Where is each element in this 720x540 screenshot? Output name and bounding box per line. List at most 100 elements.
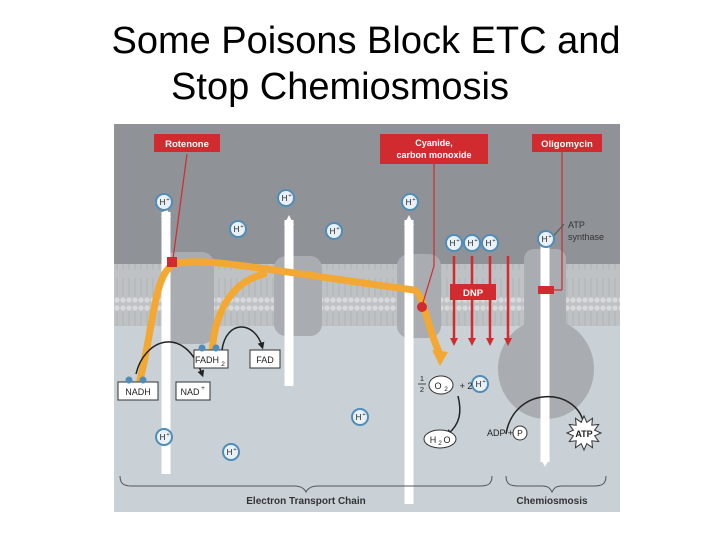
h-ion-label: H (160, 433, 166, 442)
h-ion-charge: + (548, 234, 551, 240)
fad-box: FAD (249, 349, 281, 369)
cyanide-text-2: carbon monoxide (396, 150, 471, 160)
electron-path (136, 258, 443, 384)
rotenone-label: Rotenone (154, 134, 220, 152)
water-product: H 2 O (423, 429, 457, 449)
electron-dot (198, 344, 206, 352)
atp-synthesis-arrow (505, 395, 587, 435)
h-ion: H+ (155, 193, 173, 211)
chemiosmosis-label: Chemiosmosis (516, 496, 588, 507)
h2o-sub: 2 (438, 440, 442, 447)
h-ion-label: H (282, 194, 288, 203)
nadh-text: NADH (125, 387, 151, 397)
rotenone-text: Rotenone (165, 139, 209, 150)
title-line-1: Some Poisons Block ETC and (111, 20, 621, 62)
etc-label: Electron Transport Chain (246, 496, 365, 507)
fad-text: FAD (256, 355, 274, 365)
h-ion-charge: + (166, 197, 169, 203)
h-ion: H+ (229, 220, 247, 238)
h-ion: H+ (445, 234, 463, 252)
etc-diagram: Rotenone Cyanide, carbon monoxide Oligom… (114, 124, 620, 512)
adp-reactants: ADP + P (487, 425, 528, 441)
oligomycin-label: Oligomycin (532, 134, 602, 152)
oligomycin-text: Oligomycin (541, 139, 593, 150)
nad-sup: + (201, 385, 205, 392)
electron-dot (139, 376, 147, 384)
h-ion-charge: + (288, 193, 291, 199)
h-ion-charge: + (233, 447, 236, 453)
electron-path-arrowhead (432, 350, 448, 366)
phosphate-circle (512, 425, 528, 441)
half-num: 1 (420, 374, 424, 383)
h-ion: H+ (537, 230, 555, 248)
slide-title: Some Poisons Block ETC and Stop Chemiosm… (0, 18, 720, 110)
atp-text: ATP (575, 429, 592, 439)
nadh-box: NADH (117, 376, 159, 401)
atp-starburst (565, 414, 603, 452)
electron-dot (125, 376, 133, 384)
dnp-text: DNP (463, 288, 484, 299)
h-ion-label: H (330, 227, 336, 236)
atp-synthase-label-1: ATP (568, 220, 585, 230)
oligomycin-block-point (538, 286, 554, 294)
atp-synthase-label-2: synthase (568, 232, 604, 242)
h-ion-label: H (450, 239, 456, 248)
half-den: 2 (420, 385, 424, 394)
h-ion-charge: + (166, 432, 169, 438)
h-ion: H+ (222, 443, 240, 461)
h-ion: H+ (481, 234, 499, 252)
cyanide-label: Cyanide, carbon monoxide (380, 134, 488, 164)
cyanide-block-point (417, 302, 427, 312)
o2-text: O (434, 381, 441, 391)
h-ion-label: H (160, 198, 166, 207)
h-ion-charge: + (336, 226, 339, 232)
plus-two-text: + 2 (460, 381, 473, 391)
h-ion-label: H (227, 448, 233, 457)
electron-dot (212, 344, 220, 352)
h2o-o: O (443, 435, 450, 445)
h-ion: H+ (463, 234, 481, 252)
nad-text: NAD (180, 387, 200, 397)
adp-text: ADP + (487, 428, 513, 438)
h-ion: H+ (351, 408, 369, 426)
h-ion-label: H (486, 239, 492, 248)
h-ion: H+ (401, 193, 419, 211)
nad-box: NAD + (175, 381, 211, 401)
chemiosmosis-bracket (505, 475, 607, 494)
h-ion-label: H (542, 235, 548, 244)
dnp-label: DNP (450, 284, 496, 300)
rotenone-block-point (167, 257, 177, 267)
o2-reduction-arrow (445, 395, 461, 437)
h-ion-charge: + (240, 224, 243, 230)
o2-sub: 2 (444, 386, 448, 393)
h-ions: H+H+H+H+H+H+H+H+H+H+H+H+H+ (155, 189, 555, 461)
h-ion-label: H (476, 380, 482, 389)
h-ion-charge: + (456, 238, 459, 244)
o2-bubble (428, 375, 454, 395)
cyanide-line-2 (421, 265, 435, 307)
h-ion-label: H (406, 198, 412, 207)
oxygen-reaction: 1 2 O 2 + 2 (418, 374, 473, 395)
phosphate-text: P (517, 428, 523, 438)
h-ion-label: H (468, 239, 474, 248)
h-ion: H+ (155, 428, 173, 446)
complex-1 (164, 252, 214, 344)
cyanide-text-1: Cyanide, (415, 138, 453, 148)
fadh2-box: FADH 2 (193, 344, 229, 369)
fadh2-text: FADH (195, 355, 219, 365)
h-ion: H+ (325, 222, 343, 240)
h-ion-charge: + (492, 238, 495, 244)
h-ion-charge: + (412, 197, 415, 203)
h-ion-charge: + (474, 238, 477, 244)
h-ion-label: H (356, 413, 362, 422)
atp-product: ATP (565, 414, 603, 452)
fadh2-oxidation-arrow (221, 326, 265, 351)
title-line-2: Stop Chemiosmosis (171, 66, 509, 108)
h-ion: H+ (471, 375, 489, 393)
h-ion-label: H (234, 225, 240, 234)
h-ion: H+ (277, 189, 295, 207)
h-ion-charge: + (362, 412, 365, 418)
h-ion-charge: + (482, 379, 485, 385)
h2o-h: H (430, 435, 437, 445)
fadh2-sub: 2 (221, 361, 225, 368)
